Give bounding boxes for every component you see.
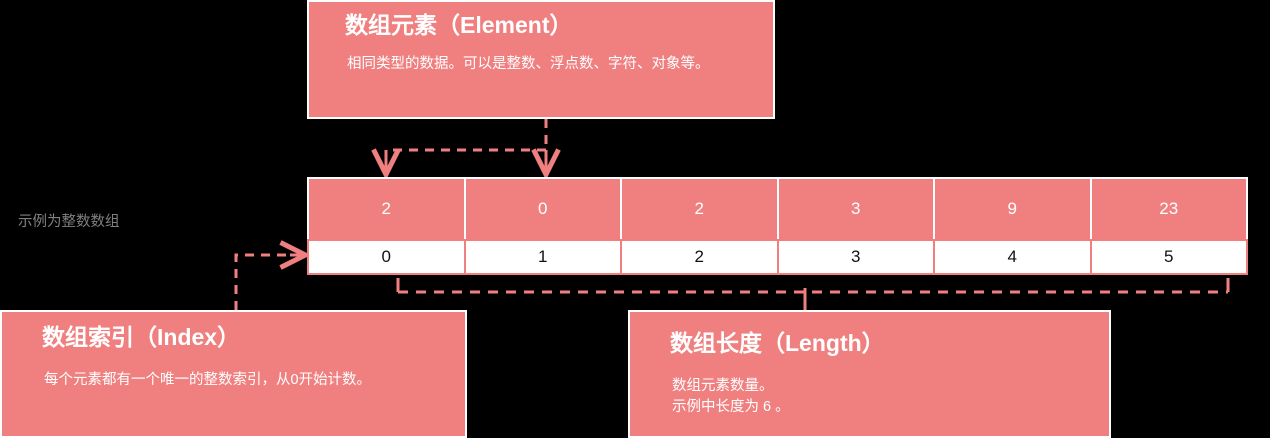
callout-index-title: 数组索引（Index） (42, 324, 241, 350)
array-value-cell: 23 (1089, 177, 1248, 241)
array-value-cell: 0 (463, 177, 622, 241)
array-value-cell: 3 (776, 177, 935, 241)
array-index-cell: 5 (1089, 239, 1248, 275)
array-index-cell: 1 (463, 239, 622, 275)
callout-index-body: 每个元素都有一个唯一的整数索引，从0开始计数。 (44, 372, 372, 388)
callout-length-body: 数组元素数量。 示例中长度为 6 。 (672, 378, 790, 416)
array-value-cell: 9 (933, 177, 1092, 241)
sample-array-note: 示例为整数数组 (18, 214, 120, 230)
callout-element: 数组元素（Element） 相同类型的数据。可以是整数、浮点数、字符、对象等。 (307, 0, 775, 119)
array-value-cell: 2 (620, 177, 779, 241)
callout-element-body: 相同类型的数据。可以是整数、浮点数、字符、对象等。 (347, 56, 710, 72)
array-index-row: 0 1 2 3 4 5 (307, 239, 1248, 275)
array-index-cell: 2 (620, 239, 779, 275)
connector-index-path (234, 253, 296, 310)
array-index-cell: 3 (776, 239, 935, 275)
callout-index: 数组索引（Index） 每个元素都有一个唯一的整数索引，从0开始计数。 (0, 310, 467, 438)
array-index-cell: 4 (933, 239, 1092, 275)
callout-length: 数组长度（Length） 数组元素数量。 示例中长度为 6 。 (628, 310, 1111, 438)
array-value-row: 2 0 2 3 9 23 (307, 177, 1248, 241)
callout-length-title: 数组长度（Length） (670, 330, 885, 356)
array-index-cell: 0 (307, 239, 466, 275)
array-value-cell: 2 (307, 177, 466, 241)
array-table: 2 0 2 3 9 23 0 1 2 3 4 5 (307, 177, 1248, 277)
callout-element-title: 数组元素（Element） (345, 12, 573, 38)
